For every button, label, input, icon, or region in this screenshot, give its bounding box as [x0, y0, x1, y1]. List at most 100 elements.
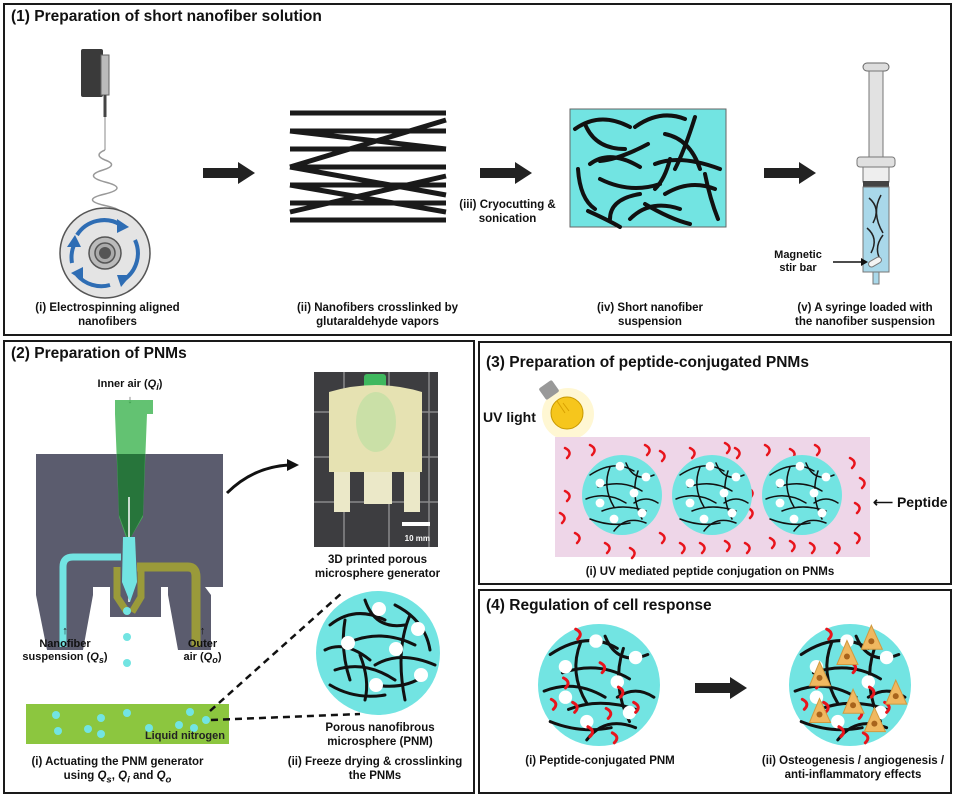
- nanofiber: [585, 495, 627, 504]
- step-4-ii-caption: (ii) Osteogenesis / angiogenesis / anti-…: [761, 755, 945, 781]
- pore: [775, 498, 785, 508]
- step-1-iii-caption: (iii) Cryocutting & sonication: [459, 199, 556, 225]
- pore: [789, 514, 799, 524]
- pore: [685, 478, 695, 488]
- nanofiber: [589, 518, 631, 526]
- pointer-arrow-icon: [833, 258, 868, 266]
- photo-caption: 3D printed porous microsphere generator: [314, 554, 441, 580]
- peptide: [733, 446, 741, 460]
- droplets: [123, 607, 131, 667]
- peptide-pnm-illustration: [538, 624, 660, 746]
- pore: [629, 488, 639, 498]
- pore: [589, 634, 603, 648]
- nanofiber: [606, 466, 615, 508]
- arrow-right-icon: [203, 162, 255, 184]
- scale-bar-label: 10 mm: [404, 534, 430, 543]
- peptide: [822, 700, 830, 714]
- pore: [817, 508, 827, 518]
- pore: [731, 472, 741, 482]
- short-nanofiber-suspension-illustration: [569, 108, 727, 229]
- peptide: [861, 731, 870, 745]
- peptide: [788, 539, 796, 553]
- step-2-i-caption: (i) Actuating the PNM generator using Qs…: [31, 756, 204, 786]
- pore: [821, 472, 831, 482]
- cell-nucleus: [871, 720, 878, 727]
- cell: [842, 688, 865, 714]
- peptide-conjugation-illustration: [555, 437, 870, 560]
- nanofiber: [675, 495, 717, 504]
- step-1-i-caption: (i) Electrospinning aligned nanofibers: [35, 302, 180, 328]
- peptide: [853, 531, 861, 545]
- peptide: [628, 546, 636, 560]
- peptide: [586, 725, 594, 739]
- pore: [685, 498, 695, 508]
- peptide: [573, 531, 581, 545]
- peptide: [763, 443, 771, 457]
- panel-3-peptide-conjugation: (3) Preparation of peptide-conjugated PN…: [478, 341, 952, 585]
- nanofiber: [769, 518, 811, 526]
- peptide-label: ⟵ Peptide: [873, 494, 948, 510]
- pore: [727, 508, 737, 518]
- peptide: [658, 531, 666, 545]
- peptide: [603, 541, 611, 555]
- nanofiber: [793, 519, 827, 532]
- peptide: [867, 685, 876, 699]
- peptide: [743, 541, 751, 555]
- frozen-droplets: [52, 708, 210, 738]
- light-bulb-icon: [539, 380, 594, 440]
- pore: [795, 461, 805, 471]
- nanofiber: [765, 495, 807, 504]
- panel-2-pnm-preparation: (2) Preparation of PNMs Inner air (Qi) ↓…: [3, 340, 475, 794]
- arrow-right-icon: [480, 162, 532, 184]
- peptide: [833, 541, 841, 555]
- cell-nucleus: [868, 638, 875, 645]
- panel-1-short-nanofiber: (1) Preparation of short nanofiber solut…: [3, 3, 952, 336]
- pore: [610, 675, 625, 689]
- pnm-caption: Porous nanofibrous microsphere (PNM): [325, 722, 435, 748]
- nanofiber: [589, 465, 635, 476]
- cell-response-pnm-illustration: [789, 624, 911, 746]
- panel-4-cell-response: (4) Regulation of cell response (i) Pept…: [478, 589, 952, 794]
- cell: [808, 697, 832, 723]
- pore: [628, 650, 643, 665]
- peptide: [632, 700, 640, 714]
- panel-2-title: (2) Preparation of PNMs: [11, 345, 187, 362]
- peptide: [574, 627, 582, 641]
- peptide: [563, 446, 571, 460]
- peptide: [643, 443, 651, 457]
- pore: [558, 690, 573, 704]
- uv-light-label: UV light: [483, 409, 536, 425]
- suspension-channel: [59, 553, 121, 647]
- cell-nucleus: [816, 711, 823, 718]
- arrow-right-icon: [695, 677, 747, 699]
- syringe-icon: [856, 62, 896, 285]
- pore: [615, 461, 625, 471]
- peptide: [723, 539, 731, 553]
- peptide: [768, 536, 776, 550]
- pore: [831, 714, 845, 729]
- pore: [641, 472, 651, 482]
- nanofiber: [799, 720, 864, 732]
- pore: [809, 488, 819, 498]
- peptide: [848, 456, 856, 470]
- pore: [775, 478, 785, 488]
- peptide: [858, 476, 866, 490]
- peptide: [853, 501, 861, 515]
- step-1-ii-caption: (ii) Nanofibers crosslinked by glutarald…: [296, 302, 459, 328]
- syringe-pump-icon: [81, 49, 103, 97]
- panel-3-title: (3) Preparation of peptide-conjugated PN…: [486, 354, 809, 371]
- peptide: [588, 443, 596, 457]
- liquid-nitrogen-label: Liquid nitrogen: [144, 730, 225, 742]
- pore: [595, 478, 605, 488]
- pore: [705, 461, 715, 471]
- nanofiber: [825, 640, 840, 705]
- peptide: [610, 731, 619, 745]
- pore: [558, 659, 573, 674]
- pore: [595, 498, 605, 508]
- stir-bar-label: Magnetic stir bar: [774, 249, 822, 274]
- pore: [622, 705, 637, 720]
- pore: [580, 714, 594, 729]
- liquid-nitrogen-bath: Liquid nitrogen: [26, 704, 229, 744]
- outer-air-label: ↑ Outer air (Qo): [183, 625, 222, 666]
- peptide: [558, 511, 566, 525]
